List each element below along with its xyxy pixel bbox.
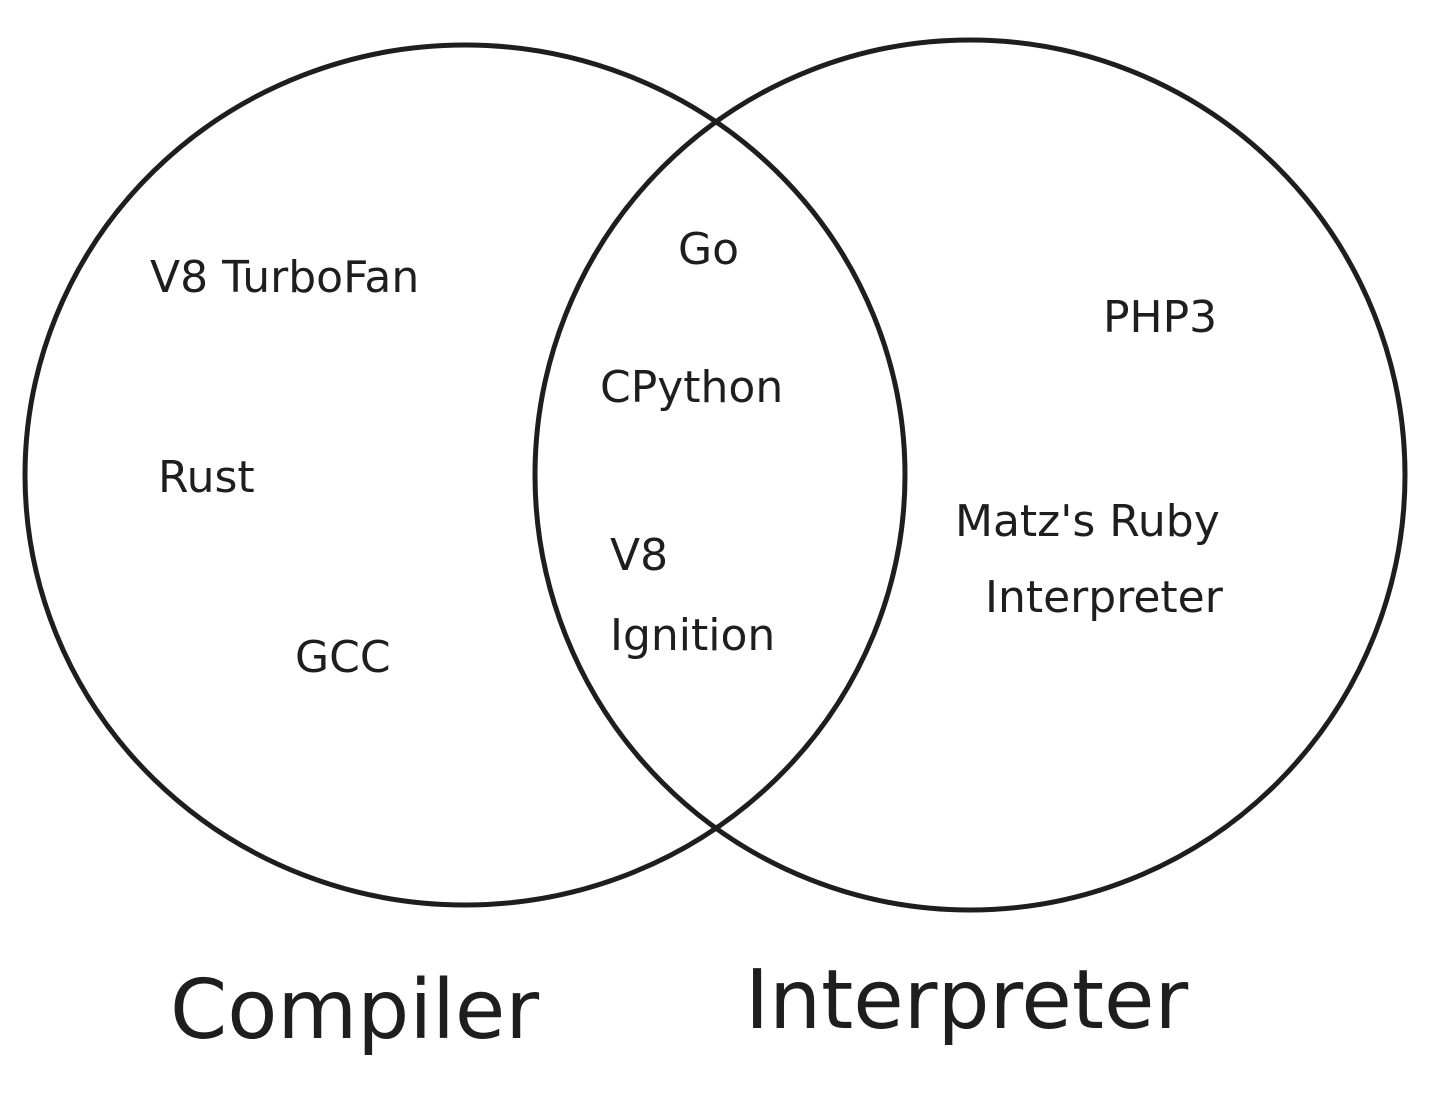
- interpreter-label: Interpreter: [745, 953, 1189, 1048]
- compiler-label: Compiler: [170, 963, 540, 1058]
- item-php3: PHP3: [1103, 292, 1218, 343]
- item-cpython: CPython: [600, 362, 784, 413]
- interpreter-circle: [532, 37, 1408, 913]
- item-interpreter: Interpreter: [985, 572, 1223, 623]
- item-v8: V8: [610, 530, 669, 581]
- item-go: Go: [678, 224, 740, 275]
- item-v8-turbofan: V8 TurboFan: [150, 252, 420, 303]
- item-ignition: Ignition: [610, 610, 776, 661]
- item-matz-ruby: Matz's Ruby: [955, 496, 1220, 547]
- item-gcc: GCC: [295, 632, 391, 683]
- item-rust: Rust: [158, 452, 255, 503]
- compiler-circle: [22, 42, 908, 908]
